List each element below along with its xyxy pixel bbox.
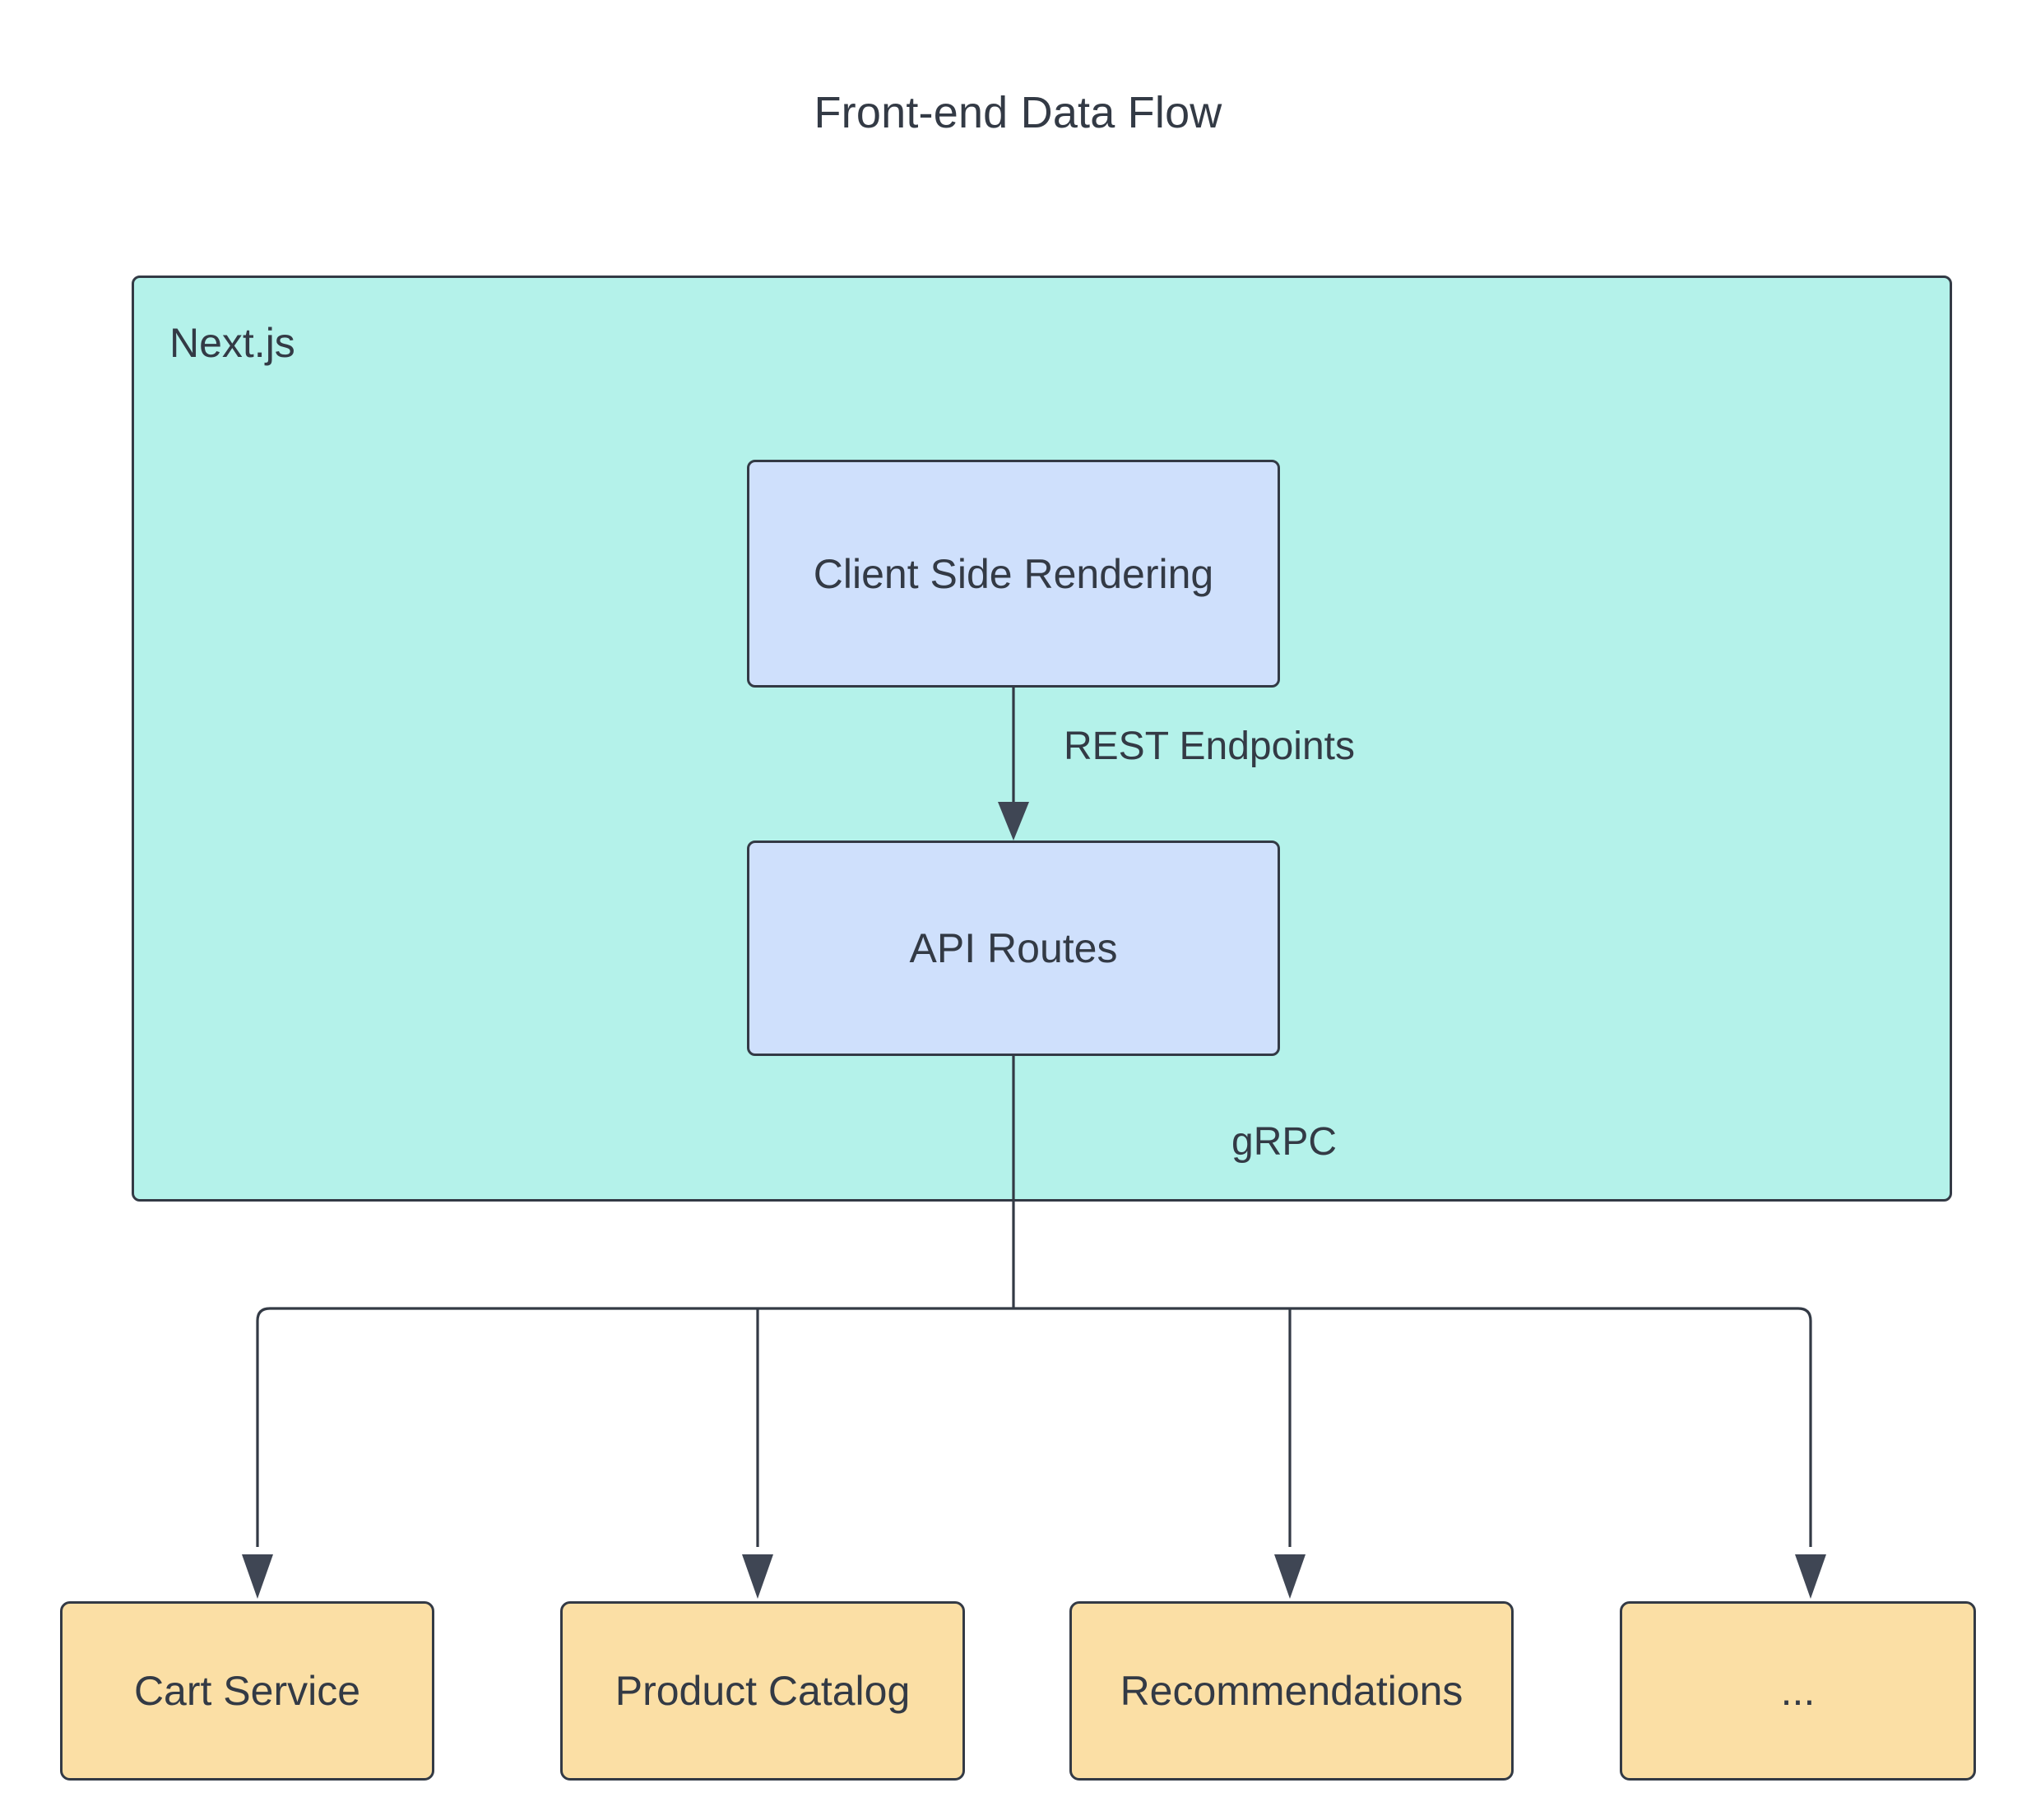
- node-other-services[interactable]: ...: [1620, 1601, 1976, 1781]
- node-cart-service[interactable]: Cart Service: [60, 1601, 434, 1781]
- edge-label-rest-endpoints: REST Endpoints: [1064, 725, 1355, 768]
- edge-label-grpc: gRPC: [1231, 1120, 1338, 1164]
- subgraph-nextjs-label: Next.js: [169, 320, 295, 366]
- node-product-catalog[interactable]: Product Catalog: [560, 1601, 965, 1781]
- node-client-side-rendering[interactable]: Client Side Rendering: [747, 460, 1280, 688]
- subgraph-nextjs: [132, 276, 1952, 1202]
- node-api-routes[interactable]: API Routes: [747, 841, 1280, 1056]
- node-recommendations[interactable]: Recommendations: [1069, 1601, 1514, 1781]
- diagram-title: Front-end Data Flow: [814, 88, 1222, 137]
